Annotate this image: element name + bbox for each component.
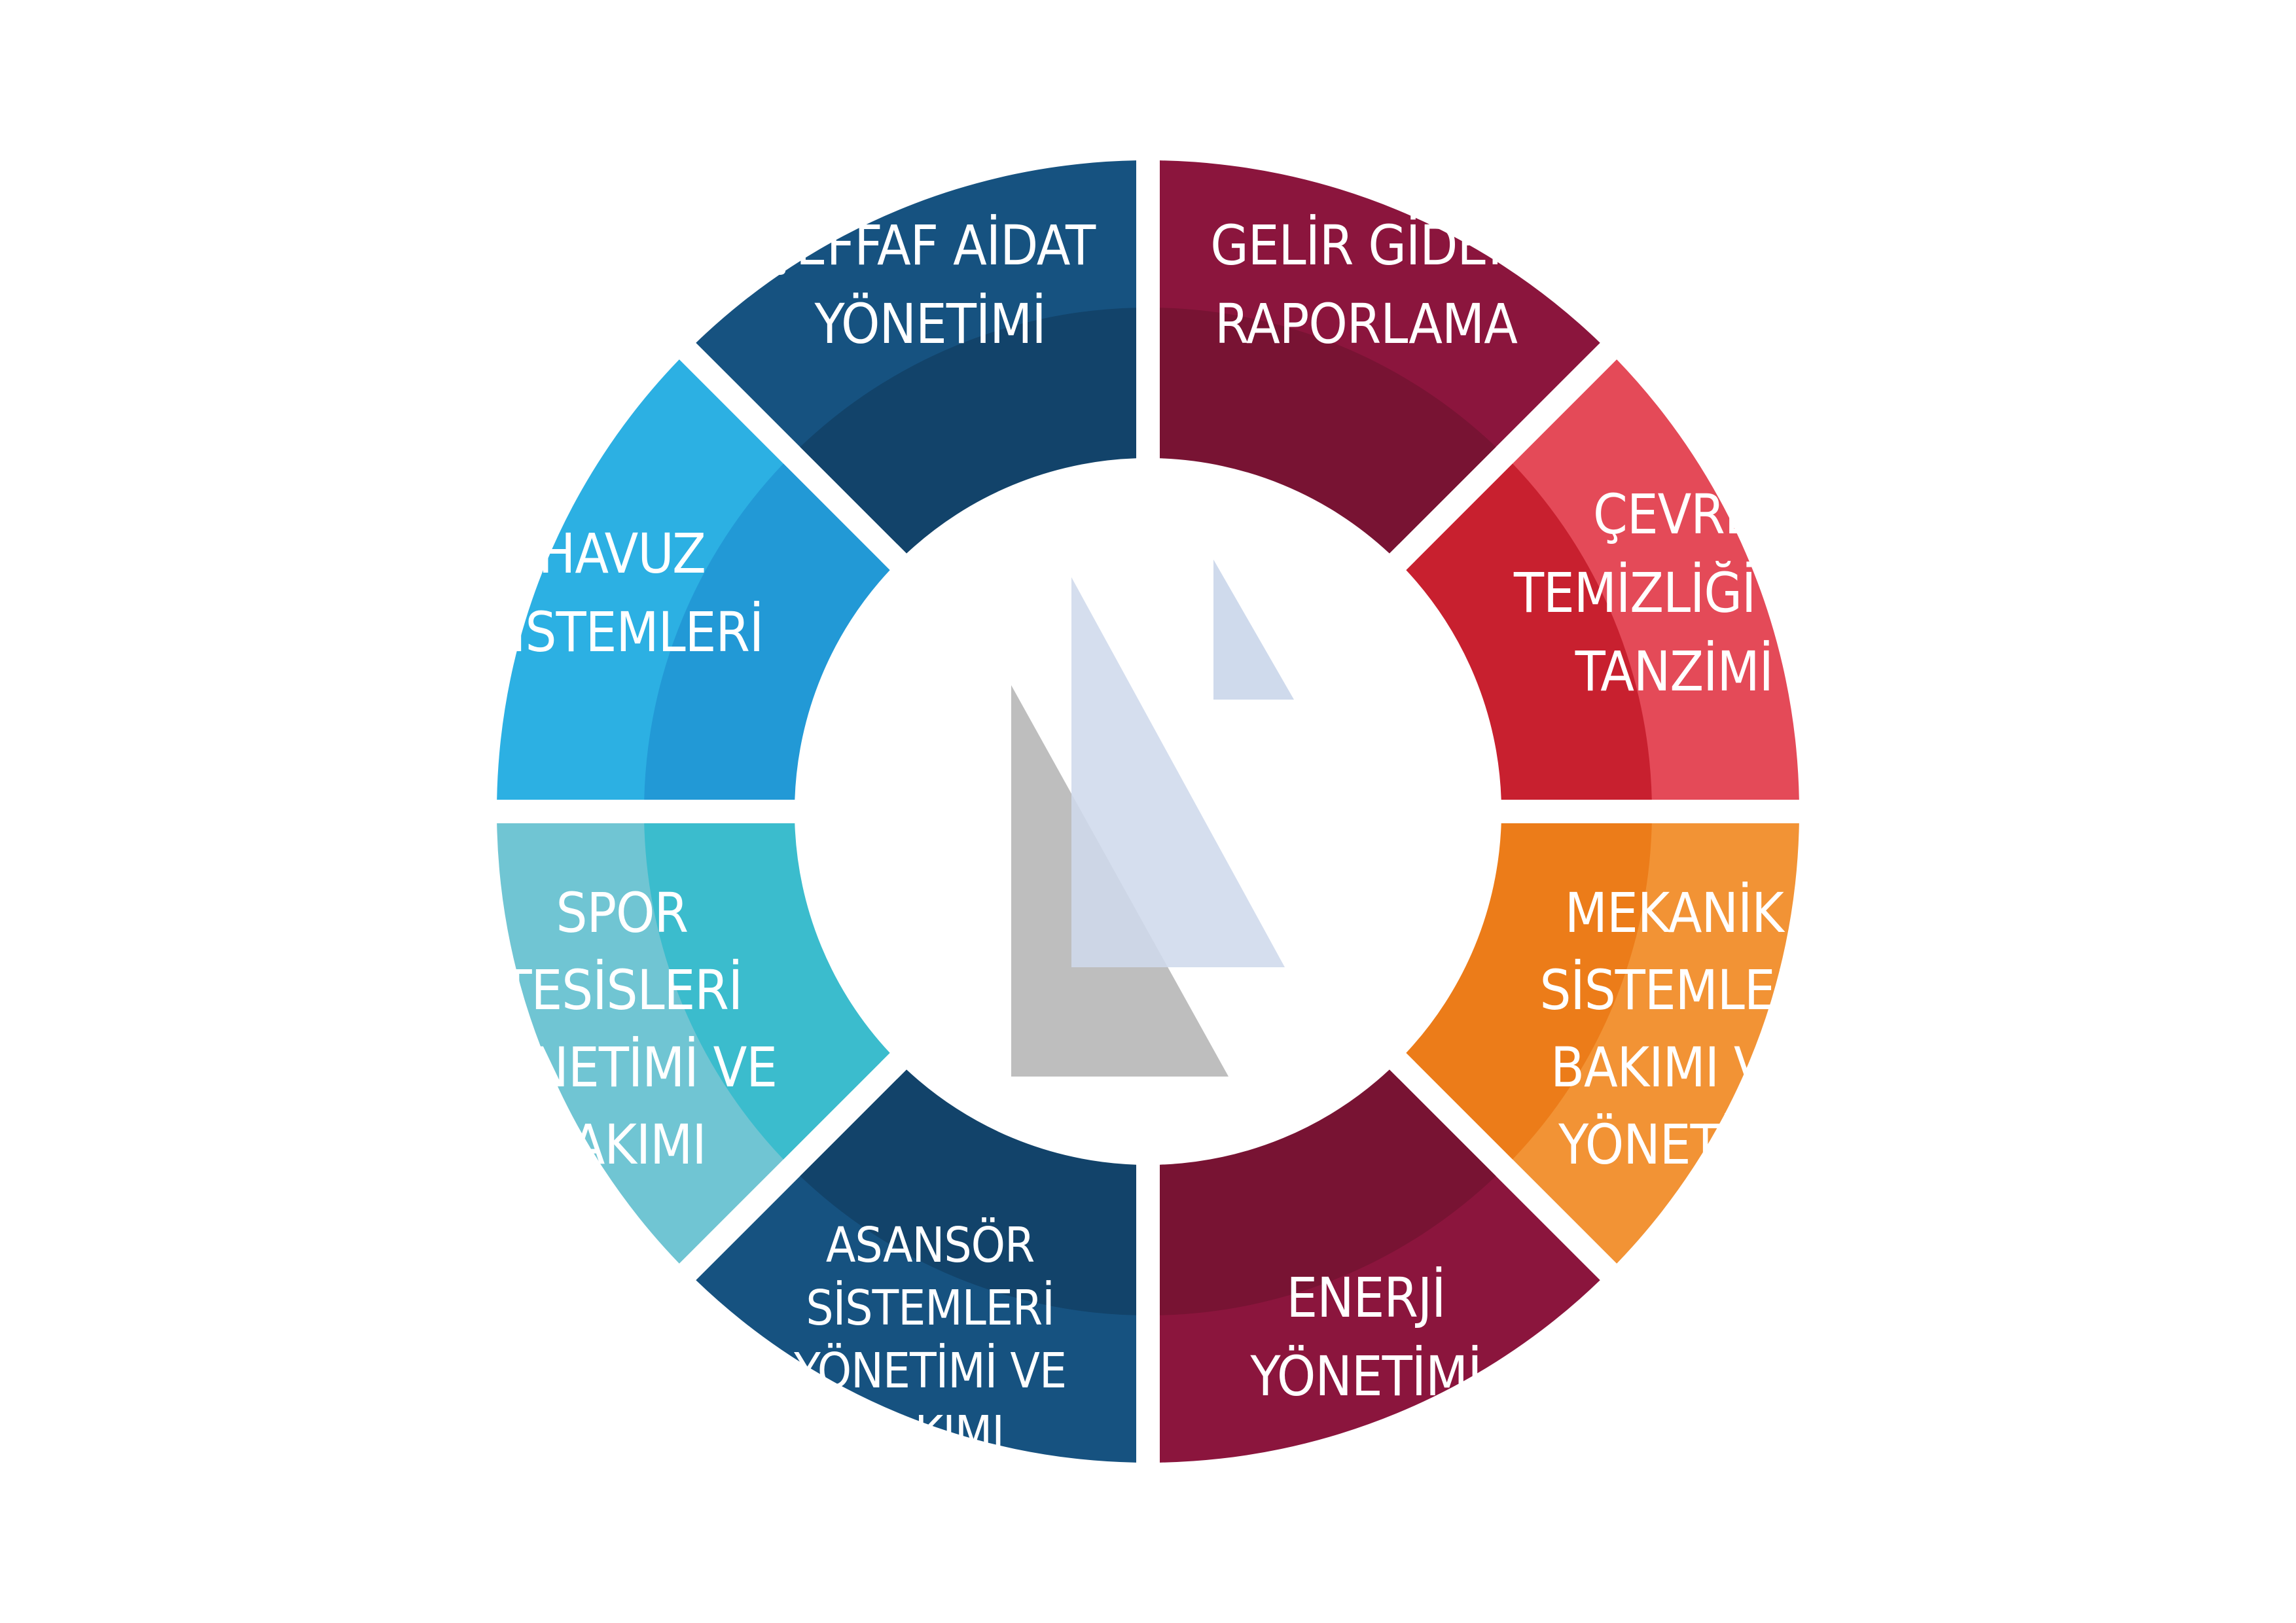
- segment-label-line: ENERJİ: [1286, 1266, 1445, 1330]
- segment-label-line: RAPORLAMA: [1215, 292, 1518, 356]
- segment-label-line: TANZİMİ: [1575, 639, 1773, 704]
- segment-label-line: BAKIMI: [856, 1406, 1004, 1462]
- logo-light-triangle: [1071, 577, 1285, 967]
- segment-asansor-inner-band: [800, 1069, 1137, 1315]
- segment-label-line: BAKIMI VE: [1551, 1035, 1797, 1099]
- segment-cevre-inner-band: [1406, 463, 1652, 800]
- segment-gelir-inner-band: [1159, 308, 1496, 554]
- logo-small-triangle: [1213, 560, 1294, 700]
- segment-label-line: ÇEVRE: [1593, 482, 1755, 546]
- segment-label-havuz: HAVUZ SİSTEMLERİ: [480, 522, 763, 664]
- segment-labels: ŞEFFAF AİDAT YÖNETİMİ GELİR GİDER RAPORLAMA…: [466, 213, 1835, 1462]
- segment-label-line: ŞEFFAF AİDAT: [765, 213, 1096, 277]
- segment-label-line: TESİSLERİ: [501, 958, 742, 1022]
- segment-label-line: MEKANİK: [1565, 881, 1785, 945]
- segment-label-line: HAVUZ: [538, 522, 705, 586]
- segment-label-cevre: ÇEVRE TEMİZLİĞİ VE TANZİMİ: [1513, 482, 1835, 704]
- segment-label-line: GELİR GİDER: [1210, 213, 1521, 277]
- segment-label-line: SPOR: [556, 881, 688, 945]
- segment-label-line: YÖNETİMİ VE: [793, 1342, 1066, 1399]
- segment-label-line: SİSTEMLERİ: [480, 600, 763, 664]
- segment-label-gelir: GELİR GİDER RAPORLAMA: [1210, 213, 1521, 356]
- segment-label-line: YÖNETİMİ VE: [466, 1035, 777, 1099]
- segment-label-enerji: ENERJİ YÖNETİMİ: [1249, 1266, 1481, 1408]
- segment-label-line: TEMİZLİĞİ VE: [1513, 561, 1835, 625]
- segment-enerji-inner-band: [1159, 1069, 1496, 1315]
- segment-label-line: SİSTEMLER: [1539, 958, 1808, 1022]
- segment-label-line: YÖNETİMİ: [1558, 1113, 1789, 1177]
- segment-havuz-inner-band: [644, 463, 890, 800]
- segment-label-seffaf: ŞEFFAF AİDAT YÖNETİMİ: [765, 213, 1096, 356]
- segment-spor-inner-band: [644, 823, 890, 1160]
- segment-label-line: YÖNETİMİ: [814, 292, 1045, 356]
- segment-seffaf-inner-band: [800, 308, 1137, 554]
- center-logo: [1011, 560, 1294, 1077]
- segment-label-line: YÖNETİMİ: [1249, 1344, 1481, 1408]
- segment-label-mekanik: MEKANİK SİSTEMLER BAKIMI VE YÖNETİMİ: [1539, 881, 1808, 1177]
- gear-inner-ring: [644, 308, 1652, 1315]
- segment-label-spor: SPOR TESİSLERİ YÖNETİMİ VE BAKIMI: [466, 881, 777, 1177]
- segment-label-line: BAKIMI: [538, 1113, 706, 1177]
- segment-mekanik-inner-band: [1406, 823, 1652, 1160]
- segment-label-line: SİSTEMLERİ: [806, 1279, 1054, 1336]
- segment-label-line: ASANSÖR: [826, 1217, 1034, 1274]
